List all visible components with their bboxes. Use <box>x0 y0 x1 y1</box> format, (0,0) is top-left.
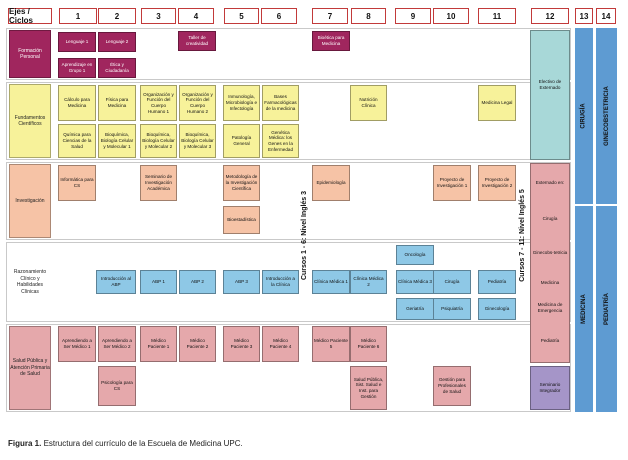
course-epidemiologia: Epidemiología <box>312 165 350 201</box>
course-medico-paciente-6: Médico Paciente 6 <box>350 326 387 362</box>
label-cursos-7-11: Cursos 7 - 11: Nivel Inglés 5 <box>518 188 526 282</box>
course-bases-farmacologicas: Bases Farmacológicas de la medicina <box>262 85 299 121</box>
course-bioestadistica: Bioestadística <box>223 206 260 234</box>
row-label-razonamiento: Razonamiento Clínico y Habilidades Clíni… <box>9 244 51 320</box>
course-gestion: Gestión para Profesionales de Salud <box>433 366 471 406</box>
course-metodologia: Metodología de la Investigación Científi… <box>223 165 260 201</box>
course-ginecologia: Ginecología <box>478 298 516 320</box>
course-quimica: Química para Ciencias de la Salud <box>58 124 96 158</box>
course-ofch-1: Organización y Función del Cuerpo Humano… <box>140 85 177 121</box>
course-pediatria: Pediatría <box>478 270 516 294</box>
course-oncologia: Oncología <box>396 245 434 265</box>
course-cirugia: Cirugía <box>433 270 471 294</box>
course-bioetica: Bioética para Medicina <box>312 31 350 51</box>
course-inmunologia: Inmunología, Microbiología e Infectologí… <box>223 85 260 121</box>
course-cirugia-ext: Cirugía <box>542 216 558 222</box>
course-seminario-investigacion: Seminario de Investigación Académica <box>140 165 177 201</box>
course-bbcm-2: Bioquímica, Biología Celular y Molecular… <box>140 124 177 158</box>
course-abp-3: ABP 3 <box>223 270 260 294</box>
course-psicologia: Psicología para CS <box>98 366 136 406</box>
row-band-formacion <box>6 28 571 80</box>
course-abp-1: ABP 1 <box>140 270 177 294</box>
course-seminario-integrador: Seminario Integrador <box>530 366 570 410</box>
course-bbcm-1: Bioquímica, Biología Celular y Molecular… <box>98 124 136 158</box>
figure-caption: Figura 1. Estructura del currículo de la… <box>8 439 243 448</box>
row-label-salud: Salud Pública y Atención Primaria de Sal… <box>9 326 51 410</box>
course-genetica: Genética Médica: los Genes en la Enferme… <box>262 124 299 158</box>
course-medico-paciente-4: Médico Paciente 4 <box>262 326 299 362</box>
course-salud-publica: Salud Pública, Sist. Salud e Inst. para … <box>350 366 387 410</box>
block-pediatria: PEDIATRÍA <box>596 206 617 412</box>
course-ofch-2: Organización y Función del Cuerpo Humano… <box>179 85 216 121</box>
course-fisica: Física para Medicina <box>98 85 136 121</box>
header-col-1: 1 <box>59 8 97 24</box>
header-col-2: 2 <box>98 8 136 24</box>
row-band-salud <box>6 324 571 412</box>
course-ginecobstetricia-ext: Ginecobs-tetricia <box>532 250 568 256</box>
course-medico-paciente-5: Médico Paciente 5 <box>312 326 350 362</box>
course-electivo-externado: Electivo de Externado <box>530 30 570 160</box>
course-lenguaje-1: Lenguaje 1 <box>58 32 96 52</box>
header-col-12: 12 <box>531 8 569 24</box>
block-cirugia: CIRUGÍA <box>575 28 593 204</box>
row-band-investigacion <box>6 162 571 240</box>
row-label-formacion: Formación Personal <box>9 30 51 78</box>
header-col-3: 3 <box>141 8 176 24</box>
header-col-5: 5 <box>224 8 259 24</box>
course-patologia: Patología General <box>223 124 260 158</box>
course-medicina-legal: Medicina Legal <box>478 85 516 121</box>
header-col-8: 8 <box>351 8 386 24</box>
course-proyecto-1: Proyecto de Investigación 1 <box>433 165 471 201</box>
header-col-13: 13 <box>575 8 593 24</box>
label-cursos-1-6: Cursos 1 - 6: Nivel Inglés 3 <box>301 190 309 280</box>
header-col-11: 11 <box>478 8 516 24</box>
course-externado-panel <box>530 163 570 363</box>
header-col-7: 7 <box>312 8 348 24</box>
header-col-9: 9 <box>395 8 431 24</box>
course-informatica: Informática para CS <box>58 165 96 201</box>
course-lenguaje-2: Lenguaje 2 <box>98 32 136 52</box>
caption-text: Estructura del currículo de la Escuela d… <box>41 439 243 448</box>
course-clinica-medica-1: Clínica Médica 1 <box>312 270 350 294</box>
header-col-6: 6 <box>261 8 297 24</box>
course-psiquiatria: Psiquiatría <box>433 298 471 320</box>
course-emergencia-ext: Medicina de Emergencia <box>537 302 563 313</box>
course-abp-2: ABP 2 <box>179 270 216 294</box>
header-col-4: 4 <box>178 8 214 24</box>
course-bbcm-3: Bioquímica, Biología Celular y Molecular… <box>179 124 216 158</box>
course-pediatria-ext: Pediatría <box>540 338 560 344</box>
header-col-10: 10 <box>433 8 469 24</box>
course-medico-paciente-2: Médico Paciente 2 <box>179 326 216 362</box>
caption-label: Figura 1. <box>8 439 42 448</box>
course-etica: Ética y Ciudadanía <box>98 58 136 78</box>
course-clinica-medica-3: Clínica Médica 3 <box>396 270 434 294</box>
course-proyecto-2: Proyecto de Investigación 2 <box>478 165 516 201</box>
course-intro-clinica: Introducción a la Clínica <box>262 270 299 294</box>
course-aprendiendo-medico-2: Aprendiendo a Ser Médico 2 <box>98 326 136 362</box>
row-band-fundamentos <box>6 82 571 160</box>
header-ejes-ciclos: Ejes / Ciclos <box>8 7 52 25</box>
row-label-fundamentos: Fundamentos Científicos <box>9 84 51 158</box>
course-medico-paciente-1: Médico Paciente 1 <box>140 326 177 362</box>
course-nutricion: Nutrición Clínica <box>350 85 387 121</box>
block-ginecobstetricia: GINECOBSTETRICIA <box>596 28 617 204</box>
block-medicina: MEDICINA <box>575 206 593 412</box>
header-col-14: 14 <box>596 8 616 24</box>
course-calculo: Cálculo para Medicina <box>58 85 96 121</box>
course-clinica-medica-2: Clínica Médica 2 <box>350 270 387 294</box>
course-externado-en: Externado en: <box>535 180 565 186</box>
row-band-razonamiento <box>6 242 571 322</box>
row-label-investigacion: Investigación <box>9 164 51 238</box>
course-geriatria: Geriatría <box>396 298 434 320</box>
course-taller-creatividad: Taller de creatividad <box>178 31 216 51</box>
course-aprendiendo-medico-1: Aprendiendo a Ser Médico 1 <box>58 326 96 362</box>
course-aprendizaje-grupo: Aprendizaje en Grupo 1 <box>58 58 96 78</box>
course-medico-paciente-3: Médico Paciente 3 <box>223 326 260 362</box>
course-medicina-ext: Medicina <box>540 280 560 286</box>
course-intro-abp: Introducción al ABP <box>96 270 136 294</box>
